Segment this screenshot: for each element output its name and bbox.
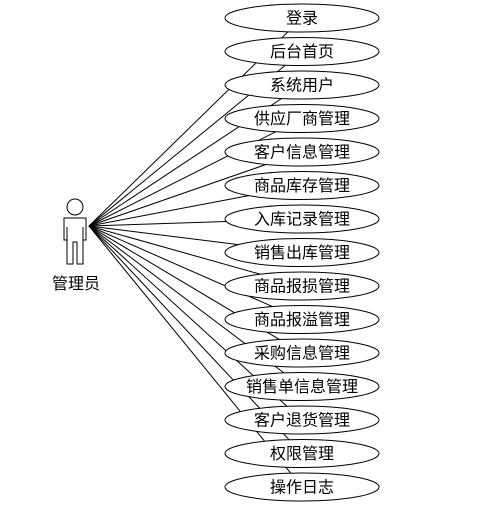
association-line-14 — [88, 225, 290, 441]
use-case-15: 操作日志 — [224, 472, 380, 502]
use-case-ellipse — [224, 37, 380, 66]
use-case-8: 销售出库管理 — [224, 238, 380, 267]
use-case-label: 入库记录管理 — [254, 211, 350, 229]
use-case-4: 供应厂商管理 — [224, 104, 380, 133]
use-cases: 登录后台首页系统用户供应厂商管理客户信息管理商品库存管理入库记录管理销售出库管理… — [224, 3, 380, 502]
association-line-7 — [88, 221, 227, 227]
actor: 管理员 — [52, 198, 100, 293]
use-case-label: 客户退货管理 — [254, 412, 350, 430]
use-case-label: 商品报损管理 — [254, 278, 350, 296]
association-line-1 — [88, 31, 289, 227]
use-case-ellipse — [224, 137, 380, 167]
use-case-label: 商品报溢管理 — [254, 311, 350, 329]
use-case-5: 客户信息管理 — [224, 137, 380, 167]
use-case-3: 系统用户 — [224, 70, 380, 100]
use-case-label: 操作日志 — [270, 479, 334, 497]
use-case-label: 采购信息管理 — [254, 345, 350, 363]
use-case-10: 商品报溢管理 — [224, 305, 380, 334]
use-case-ellipse — [224, 338, 380, 368]
use-case-ellipse — [224, 405, 380, 435]
use-case-2: 后台首页 — [224, 37, 380, 66]
use-case-14: 权限管理 — [224, 439, 380, 468]
association-line-15 — [88, 225, 292, 474]
actor-label: 管理员 — [52, 275, 100, 293]
use-case-6: 商品库存管理 — [224, 171, 380, 200]
use-case-ellipse — [224, 104, 380, 133]
association-line-6 — [88, 195, 249, 227]
use-case-label: 登录 — [286, 10, 318, 28]
use-case-1: 登录 — [224, 3, 380, 33]
use-case-7: 入库记录管理 — [224, 204, 380, 234]
actor-icon — [63, 198, 87, 265]
association-line-8 — [88, 225, 239, 246]
use-case-ellipse — [224, 472, 380, 502]
use-case-ellipse — [224, 3, 380, 33]
use-case-label: 客户信息管理 — [254, 144, 350, 162]
use-case-label: 供应厂商管理 — [254, 109, 350, 128]
use-case-label: 权限管理 — [270, 445, 334, 463]
use-case-ellipse — [224, 238, 380, 267]
use-case-12: 销售单信息管理 — [224, 372, 380, 401]
use-case-label: 商品库存管理 — [254, 177, 350, 195]
use-case-label: 销售出库管理 — [254, 244, 350, 262]
use-case-13: 客户退货管理 — [224, 405, 380, 435]
use-case-ellipse — [224, 70, 380, 100]
use-case-label: 销售单信息管理 — [246, 378, 358, 396]
use-case-ellipse — [224, 439, 380, 468]
use-case-ellipse — [224, 305, 380, 334]
association-line-9 — [88, 225, 261, 275]
association-line-5 — [88, 163, 267, 227]
use-case-ellipse — [224, 171, 380, 200]
use-case-ellipse — [224, 204, 380, 234]
use-case-11: 采购信息管理 — [224, 338, 380, 368]
use-case-label: 后台首页 — [270, 43, 334, 61]
use-case-ellipse — [224, 372, 380, 401]
use-case-ellipse — [224, 271, 380, 301]
use-case-9: 商品报损管理 — [224, 271, 380, 301]
use-case-label: 系统用户 — [270, 77, 334, 95]
